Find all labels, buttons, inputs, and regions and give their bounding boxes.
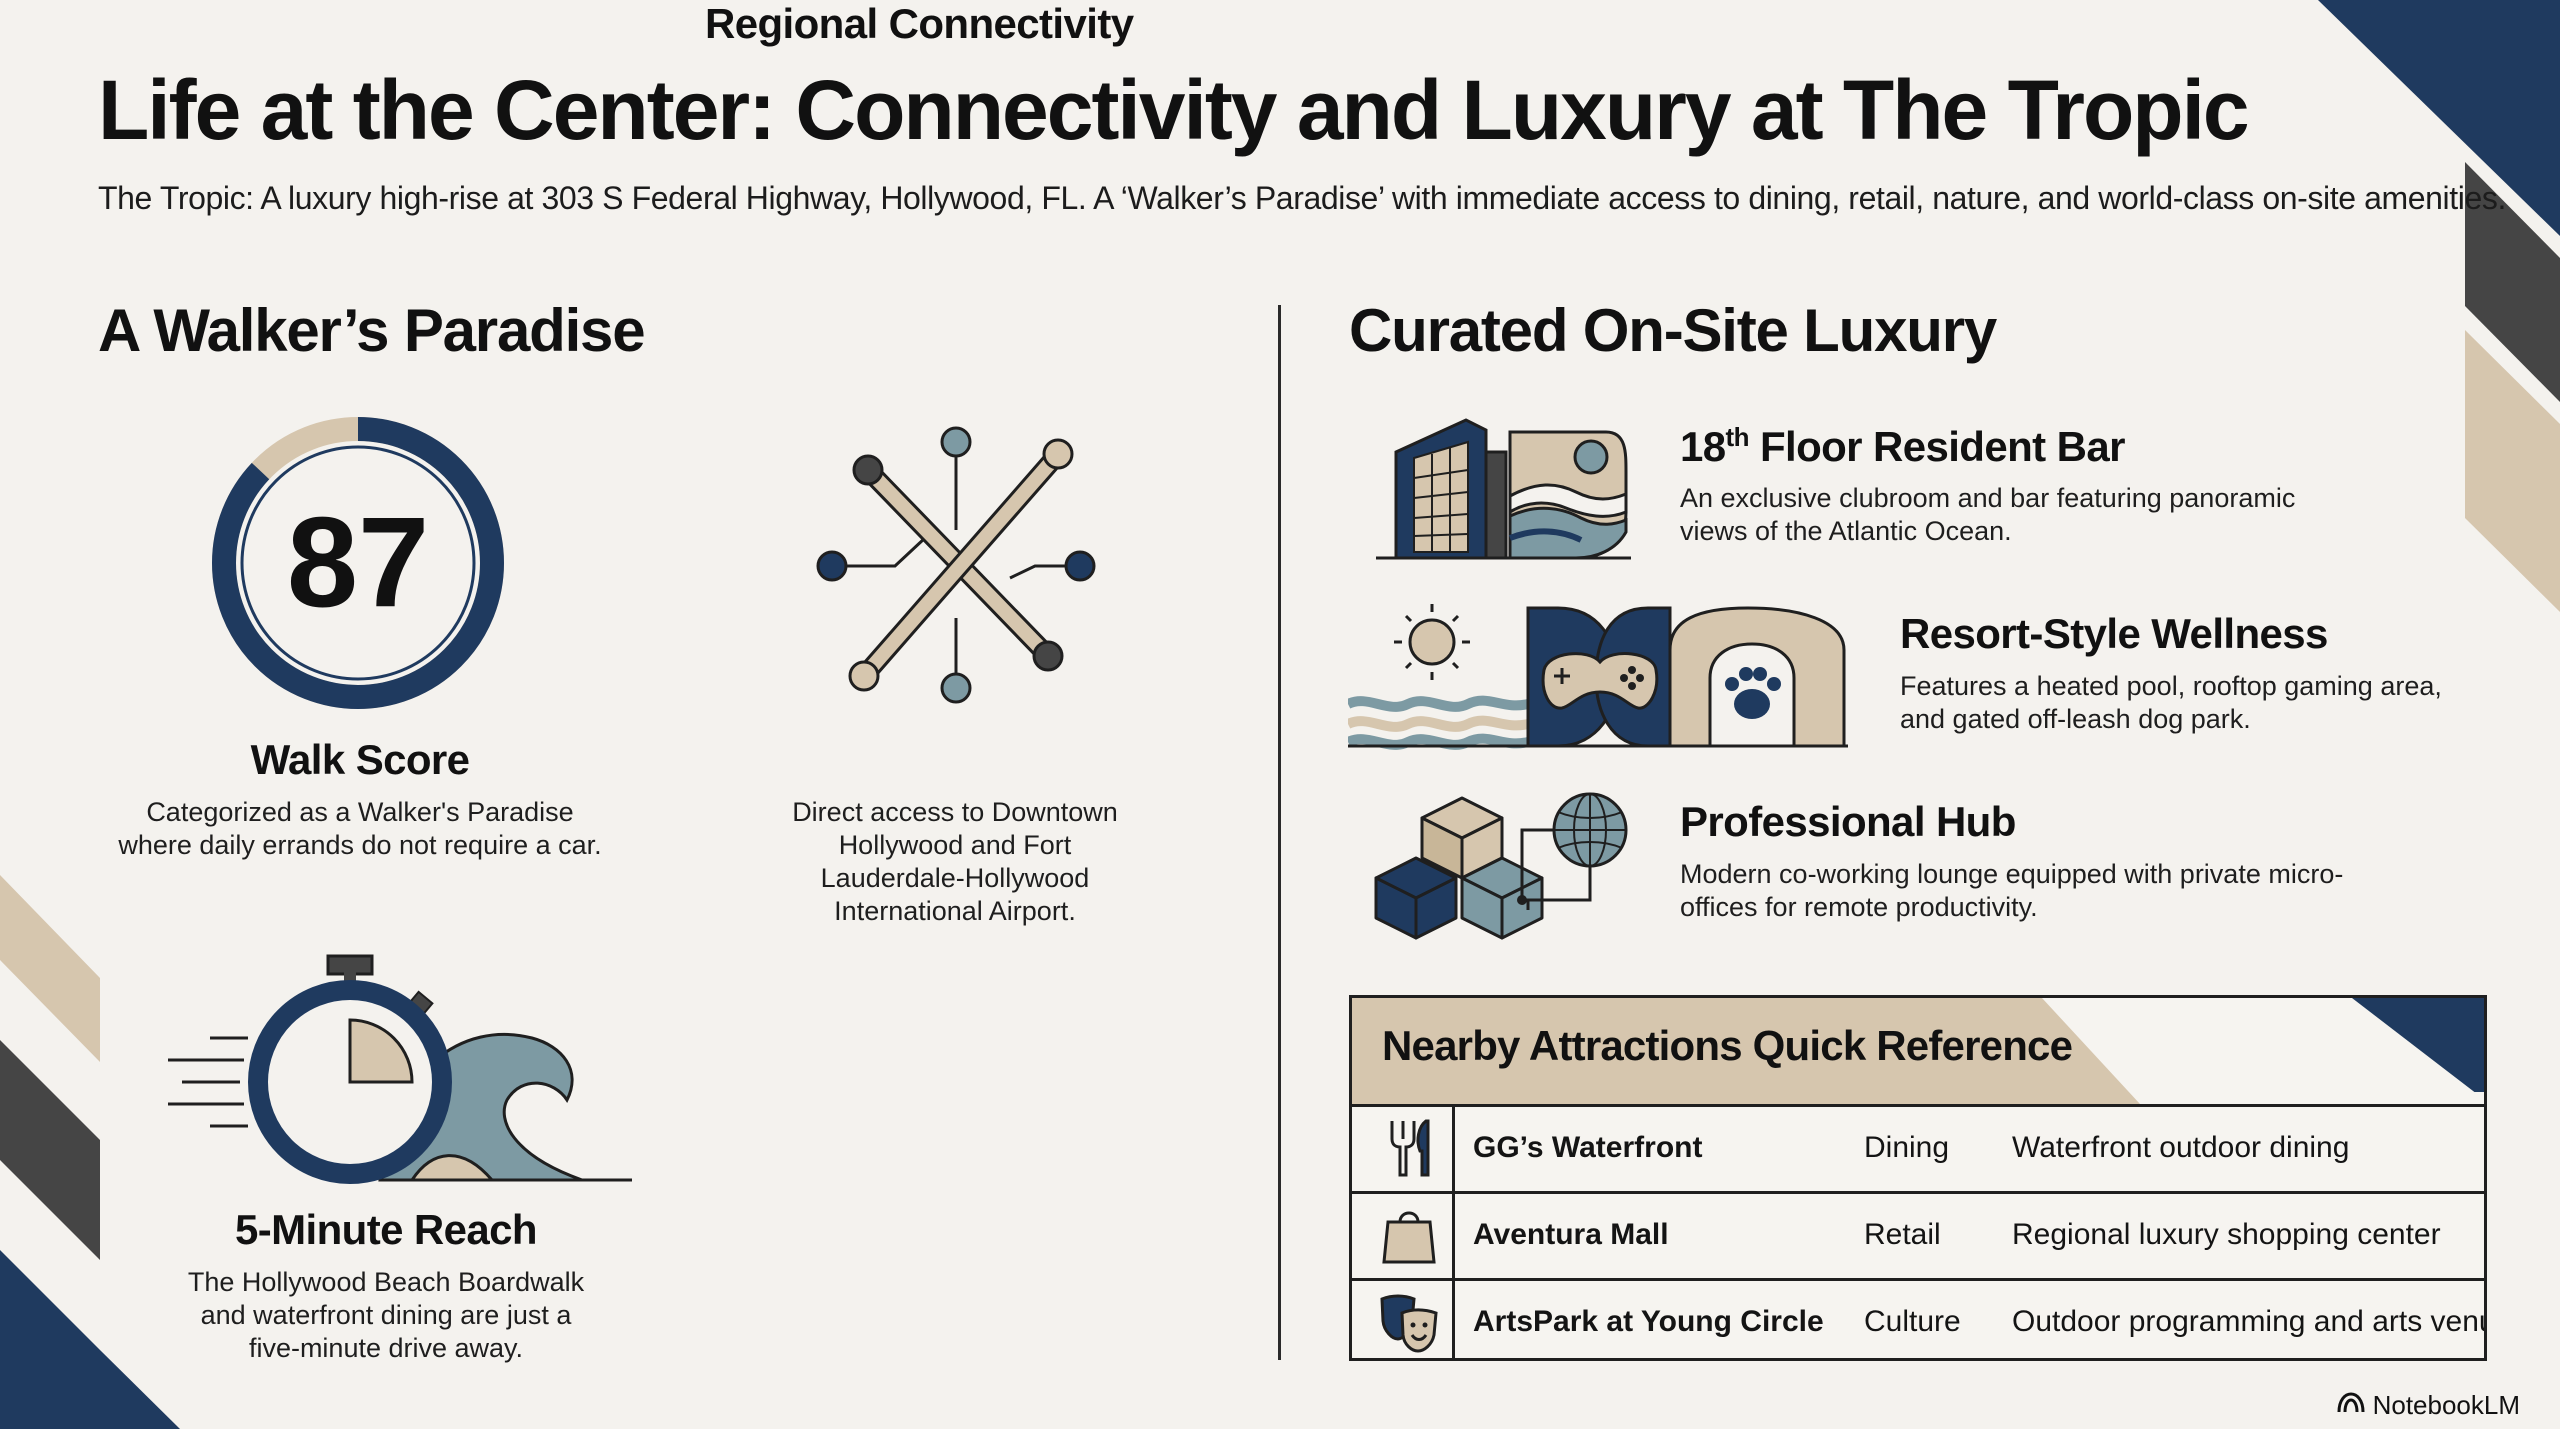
resident-bar-description: An exclusive clubroom and bar featuring … (1680, 483, 2296, 546)
stopwatch-wave-icon (168, 954, 632, 1184)
attraction-category: Retail (1864, 1218, 1941, 1251)
notebooklm-brand: NotebookLM (2337, 1388, 2520, 1421)
reach-title: 5-Minute Reach (235, 1206, 538, 1253)
shopping-bag-icon (1382, 1211, 1436, 1264)
connectivity-title: Regional Connectivity (705, 0, 1134, 47)
walkers-paradise-heading: A Walker’s Paradise (98, 297, 646, 364)
attraction-category: Culture (1864, 1305, 1961, 1338)
wellness-title: Resort-Style Wellness (1900, 610, 2328, 657)
column-divider (1278, 305, 1281, 1360)
page-subtitle: The Tropic: A luxury high-rise at 303 S … (98, 180, 2506, 216)
walk-score-gauge: 87 (212, 417, 504, 709)
walk-score-description: Categorized as a Walker's Paradise where… (118, 797, 602, 860)
table-title: Nearby Attractions Quick Reference (1382, 1022, 2073, 1069)
attraction-description: Regional luxury shopping center (2012, 1218, 2441, 1251)
attraction-description: Outdoor programming and arts venue (2012, 1305, 2487, 1338)
notebooklm-logo-icon (2337, 1390, 2365, 1421)
table-row: Aventura Mall Retail Regional luxury sho… (1352, 1191, 2484, 1281)
connectivity-description: Direct access to Downtown Hollywood and … (792, 797, 1118, 926)
building-ocean-icon (1376, 418, 1631, 560)
row-divider (1452, 1194, 1455, 1281)
wellness-description: Features a heated pool, rooftop gaming a… (1900, 671, 2442, 734)
attraction-description: Waterfront outdoor dining (2012, 1131, 2350, 1164)
attraction-name: ArtsPark at Young Circle (1473, 1305, 1824, 1338)
cubes-globe-icon (1374, 792, 1628, 940)
theater-masks-icon (1380, 1294, 1438, 1353)
resident-bar-title: 18th Floor Resident Bar (1680, 422, 2125, 470)
table-header-band (1352, 998, 2484, 1104)
table-row: ArtsPark at Young Circle Culture Outdoor… (1352, 1278, 2487, 1358)
table-row: GG’s Waterfront Dining Waterfront outdoo… (1352, 1104, 2484, 1194)
walk-score-title: Walk Score (250, 736, 470, 783)
reach-description: The Hollywood Beach Boardwalk and waterf… (187, 1267, 585, 1363)
attraction-name: Aventura Mall (1473, 1218, 1669, 1251)
row-divider (1452, 1281, 1455, 1358)
attraction-category: Dining (1864, 1131, 1950, 1164)
walk-score-value: 87 (287, 492, 429, 635)
attractions-table: Nearby Attractions Quick Reference GG’s … (1349, 995, 2487, 1361)
on-site-luxury-heading: Curated On-Site Luxury (1349, 297, 1997, 364)
fork-knife-icon (1390, 1119, 1430, 1177)
hub-title: Professional Hub (1680, 798, 2016, 845)
network-connectivity-icon (816, 426, 1096, 704)
hub-description: Modern co-working lounge equipped with p… (1680, 859, 2344, 922)
page-title: Life at the Center: Connectivity and Lux… (98, 63, 2250, 157)
pool-gaming-dogpark-icon (1348, 604, 1848, 750)
attraction-name: GG’s Waterfront (1473, 1131, 1703, 1164)
row-divider (1452, 1107, 1455, 1194)
